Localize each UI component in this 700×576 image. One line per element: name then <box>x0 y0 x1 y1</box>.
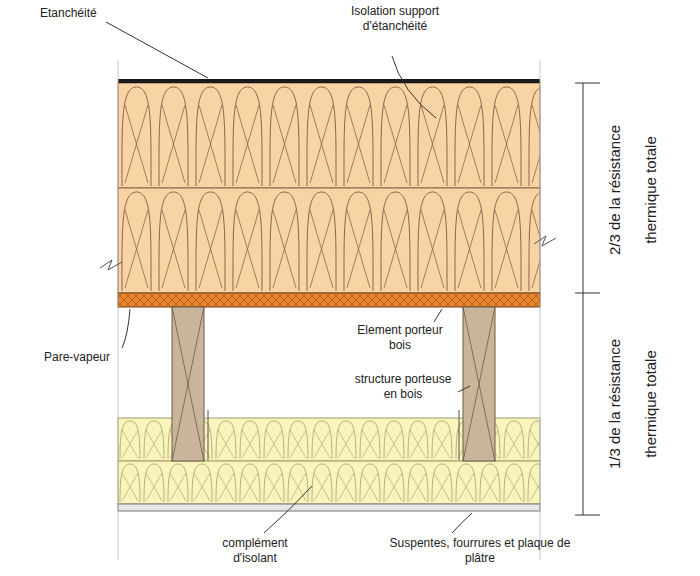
break-mark <box>534 236 556 246</box>
timber-joist <box>172 307 204 461</box>
leader-line <box>106 22 472 533</box>
part-label: Etanchéité <box>40 6 110 21</box>
dimension-label: 1/3 de la résistance thermique totale <box>596 317 668 492</box>
timber-deck <box>118 293 540 307</box>
part-label: complément d'isolant <box>200 536 310 566</box>
complementary-insulation <box>118 461 540 504</box>
hanger <box>208 410 459 460</box>
dimension-label: 2/3 de la résistance thermique totale <box>596 103 668 278</box>
timber-joist <box>463 307 495 461</box>
plasterboard <box>118 504 540 511</box>
section-edge <box>118 60 540 560</box>
insulation-layer <box>118 188 540 293</box>
insulation-layer <box>118 83 540 188</box>
waterproofing-membrane <box>118 79 540 83</box>
part-label: Element porteur bois <box>350 323 450 353</box>
break-mark <box>100 260 122 270</box>
part-label: Isolation support d'étanchéité <box>330 4 460 34</box>
part-label: structure porteuse en bois <box>350 372 456 402</box>
part-label: Suspentes, fourrures et plaque de plâtre <box>380 536 580 566</box>
dimension-bracket <box>575 83 600 515</box>
part-label: Pare-vapeur <box>44 350 134 365</box>
